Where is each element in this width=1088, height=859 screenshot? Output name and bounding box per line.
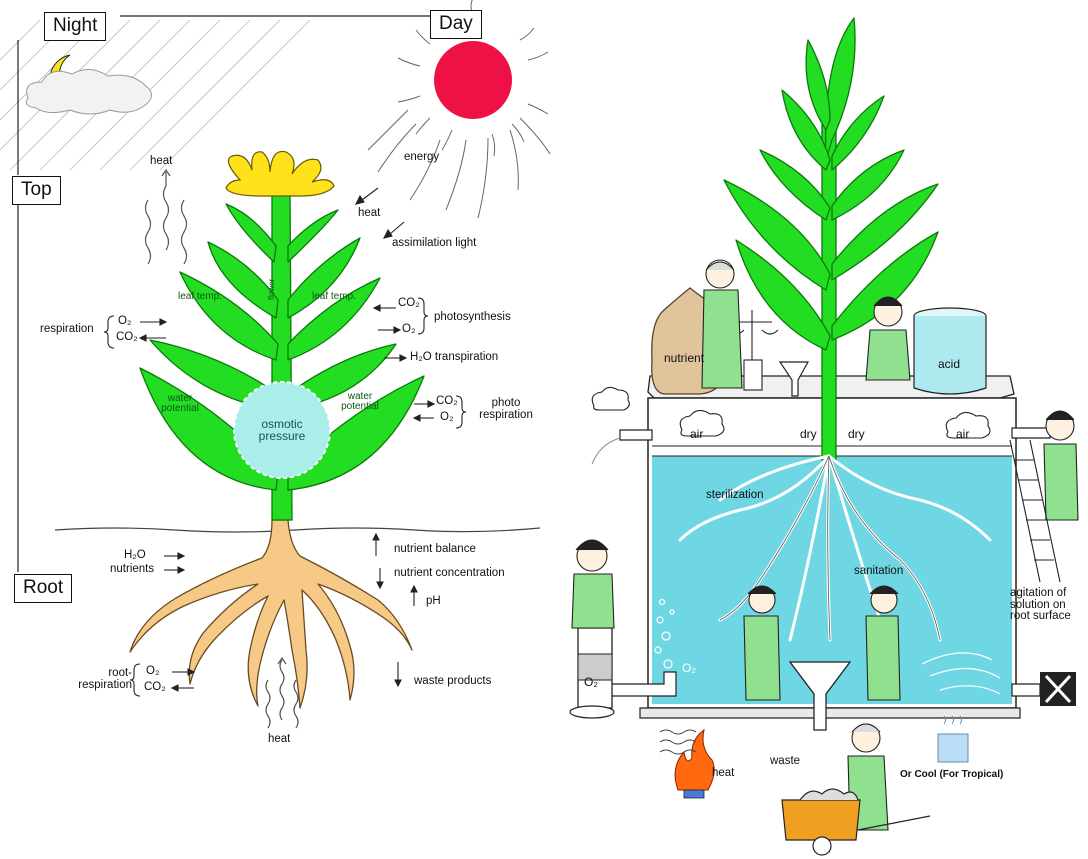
rr-o2-label: O₂ <box>146 666 159 678</box>
nutrient-balance-label: nutrient balance <box>394 544 476 556</box>
photo-respiration-label: photo respiration <box>474 398 538 421</box>
agitation-label: agitation of solution on root surface <box>1010 588 1086 623</box>
assimilation-light-label: assimilation light <box>392 238 476 250</box>
transpiration-label: H₂O transpiration <box>410 352 498 364</box>
nutrient-concentration-label: nutrient concentration <box>394 568 505 580</box>
day-box: Day <box>430 10 482 39</box>
heat-right-label: heat <box>712 768 734 780</box>
flower-icon <box>226 151 334 196</box>
big-plant-stem <box>822 120 836 460</box>
cloud-icon <box>26 69 151 114</box>
ps-co2-label: CO₂ <box>398 298 420 310</box>
ph-label: pH <box>426 596 441 608</box>
top-box: Top <box>12 176 61 205</box>
photosynthesis-label: photosynthesis <box>434 312 511 324</box>
root-respiration-label: root-respiration <box>66 668 132 691</box>
heat-waves-bottom <box>266 658 298 728</box>
sanitation-label: sanitation <box>854 566 903 578</box>
o2-bubbles-label: O₂ <box>682 662 696 674</box>
heat-waves-top <box>146 170 187 264</box>
nutrients-label: nutrients <box>110 564 154 576</box>
heat-waves-right <box>660 730 696 754</box>
h2o-label: H₂O <box>124 550 146 562</box>
acid-label: acid <box>938 358 960 370</box>
stem-label: flower <box>268 279 276 300</box>
agitator-icon <box>1040 672 1076 706</box>
dry-left-label: dry <box>800 428 817 440</box>
heat-sun-label: heat <box>358 208 380 220</box>
heat-top-label: heat <box>150 156 172 168</box>
respiration-label: respiration <box>40 324 94 336</box>
rr-co2-label: CO₂ <box>144 682 166 694</box>
nutrient-label: nutrient <box>664 352 704 364</box>
root-box: Root <box>14 574 72 603</box>
water-potential-left-label: water potential <box>150 394 210 414</box>
ps-o2-label: O₂ <box>402 324 415 336</box>
dry-right-label: dry <box>848 428 865 440</box>
fire-icon <box>675 730 714 798</box>
osmotic-pressure-label: osmotic pressure <box>248 418 316 442</box>
steam-puff <box>592 438 620 464</box>
night-box: Night <box>44 12 106 41</box>
waste-products-label: waste products <box>414 676 491 688</box>
water-potential-right-label: water potential <box>330 392 390 412</box>
heat-bottom-label: heat <box>268 734 290 746</box>
o2-pump-icon <box>570 628 614 718</box>
air-left-label: air <box>690 428 703 440</box>
resp-o2-label: O₂ <box>118 316 131 328</box>
air-right-label: air <box>956 428 969 440</box>
resp-co2-label: CO₂ <box>116 332 138 344</box>
o2-pump-label: O₂ <box>584 676 598 688</box>
waste-label: waste <box>770 756 800 768</box>
sterilization-label: sterilization <box>706 490 764 502</box>
cooler-icon <box>938 716 968 762</box>
energy-label: energy <box>404 152 439 164</box>
waste-cart <box>782 789 930 855</box>
leaf-temp-left-label: leaf temp. <box>178 292 222 302</box>
leaf-temp-right-label: leaf temp. <box>312 292 356 302</box>
pr-o2-label: O₂ <box>440 412 453 424</box>
cool-label: Or Cool (For Tropical) <box>900 770 1003 780</box>
acid-tank <box>914 308 986 394</box>
pr-co2-label: CO₂ <box>436 396 458 408</box>
soil-line <box>55 528 540 532</box>
plant-roots <box>130 520 412 708</box>
